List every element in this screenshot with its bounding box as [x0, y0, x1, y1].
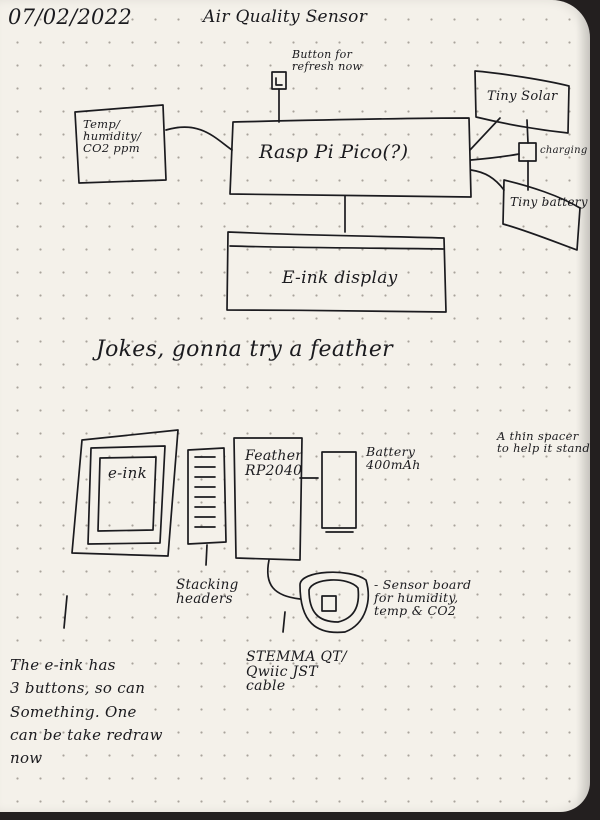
pico-box-outline	[229, 117, 472, 198]
mid-note: Jokes, gonna try a feather	[96, 337, 393, 362]
header-pins	[194, 456, 216, 528]
page-date: 07/02/2022	[8, 5, 133, 29]
refresh-button-sketch	[271, 71, 287, 90]
charger-to-pico-wire	[470, 153, 520, 161]
sensor-to-pico-wire	[165, 126, 233, 151]
battery-to-pico-wire	[470, 169, 505, 191]
sensor-box-label: Temp/ humidity/ CO2 ppm	[83, 117, 142, 156]
sensor-chip	[321, 595, 337, 612]
display-box-outline	[226, 231, 447, 313]
refresh-button-note: Button for refresh now	[292, 48, 363, 73]
feather-label: Feather RP2040	[245, 448, 303, 479]
side-note: A thin spacer to help it stand	[497, 429, 590, 456]
stacking-headers-label: Stacking headers	[176, 577, 239, 608]
refresh-button-mark	[275, 77, 283, 86]
battery-label: Battery 400mAh	[366, 444, 421, 473]
sketch-lines	[63, 70, 581, 634]
sensor-box-outline	[74, 104, 167, 184]
feather-board-outline	[233, 437, 303, 561]
battery-box-outline	[502, 179, 581, 251]
eink-screen-area	[97, 456, 157, 532]
solar-to-charger-wire	[526, 119, 529, 144]
bottom-note: The e-ink has 3 buttons, so can Somethin…	[10, 656, 163, 767]
display-box-label: E-ink display	[282, 268, 398, 288]
solar-box-label: Tiny Solar	[487, 89, 558, 104]
battery-box-label: Tiny battery	[510, 195, 588, 209]
page-title: Air Quality Sensor	[203, 7, 368, 27]
display-inner-line	[229, 245, 444, 250]
eink-label: e-ink	[108, 464, 147, 482]
notebook-page: 07/02/2022 Air Quality Sensor Button for…	[0, 0, 590, 812]
sensor-board-inner	[308, 579, 360, 623]
sensor-board-outline	[299, 571, 370, 634]
stacking-headers-outline	[187, 447, 227, 545]
cable-label-pointer	[282, 611, 286, 633]
stray-stroke	[63, 595, 68, 629]
battery-outline	[321, 451, 357, 529]
headers-label-pointer	[205, 544, 208, 566]
eink-panel-inner	[87, 445, 166, 545]
solar-to-pico-wire	[469, 117, 501, 151]
eink-panel-outline	[71, 429, 179, 557]
pico-box-label: Rasp Pi Pico(?)	[259, 141, 409, 163]
charging-label: charging	[540, 145, 588, 156]
stemma-cable	[267, 559, 301, 600]
charger-sketch	[518, 142, 537, 162]
stemma-cable-label: STEMMA QT/ Qwiic JST cable	[246, 649, 347, 695]
sensor-board-note: - Sensor board for humidity, temp & CO2	[374, 577, 472, 619]
